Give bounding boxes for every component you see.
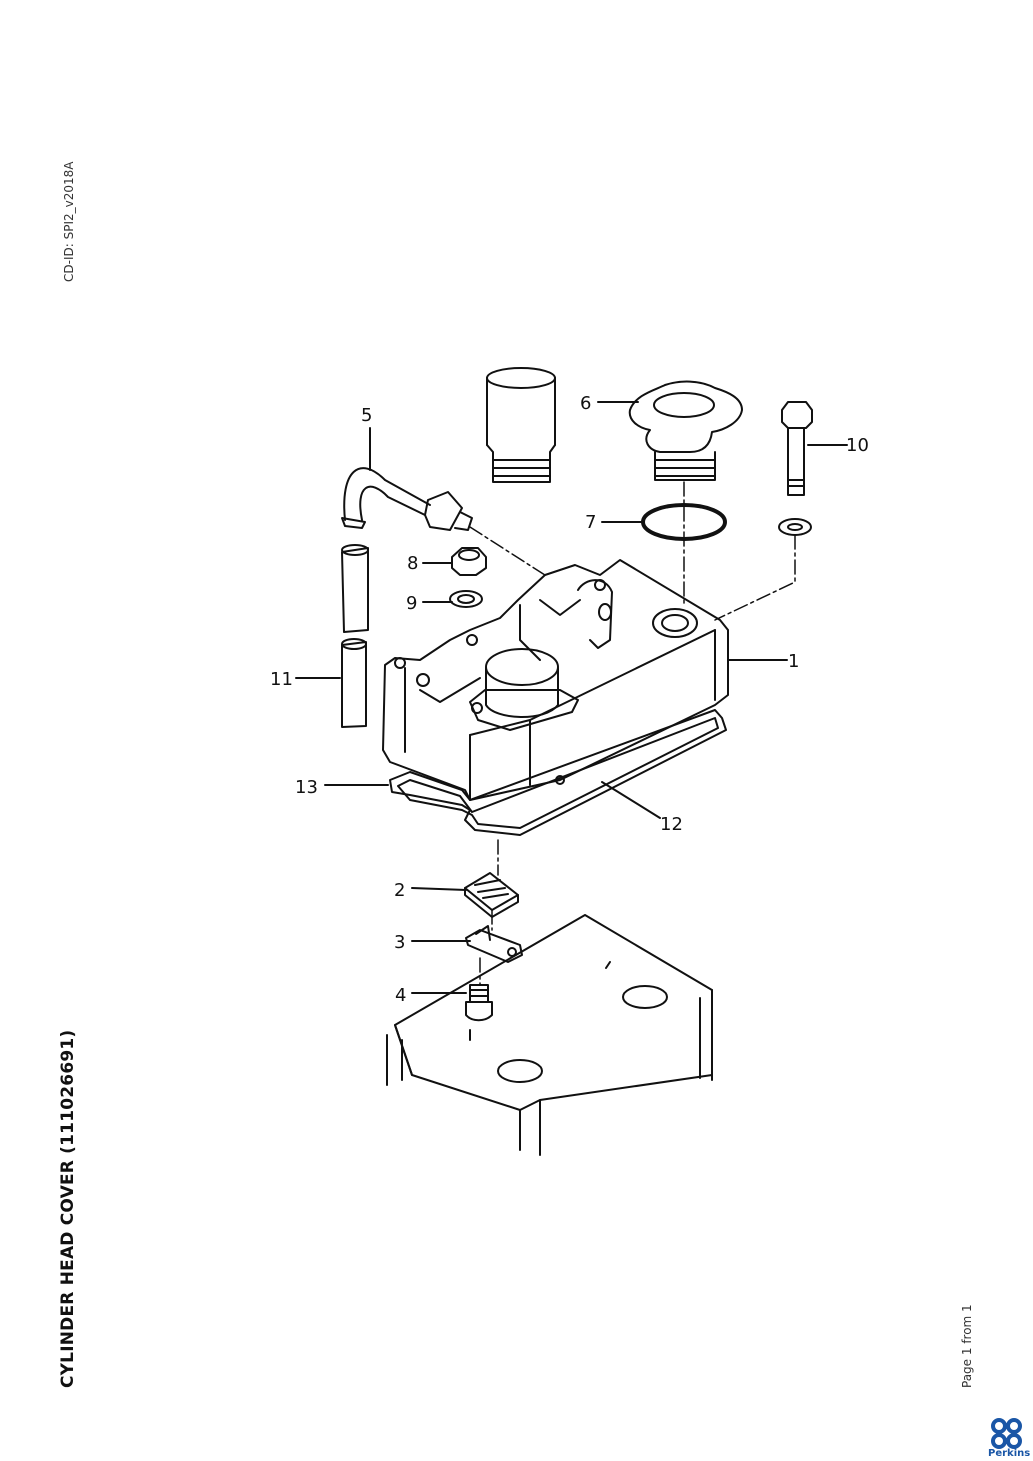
callout-10: 10 <box>846 435 869 456</box>
callout-2: 2 <box>394 880 405 901</box>
breather-pipe <box>341 467 473 531</box>
breather-element <box>464 872 519 918</box>
callout-5: 5 <box>361 405 372 426</box>
breather-hose <box>341 544 369 728</box>
screw <box>465 984 493 1022</box>
callout-6: 6 <box>580 393 591 414</box>
callout-12: 12 <box>660 814 683 835</box>
callout-9: 9 <box>406 593 417 614</box>
callout-11: 11 <box>270 669 293 690</box>
leader-lines <box>295 401 848 994</box>
callout-3: 3 <box>394 932 405 953</box>
perkins-logo <box>991 1418 1022 1449</box>
cylinder-head-block <box>386 914 713 1156</box>
callout-7: 7 <box>585 512 596 533</box>
filler-adapter <box>486 367 556 483</box>
callout-8: 8 <box>407 553 418 574</box>
callout-13: 13 <box>295 777 318 798</box>
filler-cap <box>628 380 743 481</box>
bracket <box>465 925 523 963</box>
callout-4: 4 <box>395 985 406 1006</box>
cover-gasket <box>389 709 727 836</box>
bolt <box>781 401 813 496</box>
washer <box>449 590 483 608</box>
callout-1: 1 <box>788 651 799 672</box>
nut <box>451 547 487 576</box>
bolt-washer <box>778 518 812 536</box>
assembly-lines <box>469 481 796 986</box>
brand-name: Perkins <box>988 1448 1031 1459</box>
rocker-cover-body <box>382 559 729 801</box>
